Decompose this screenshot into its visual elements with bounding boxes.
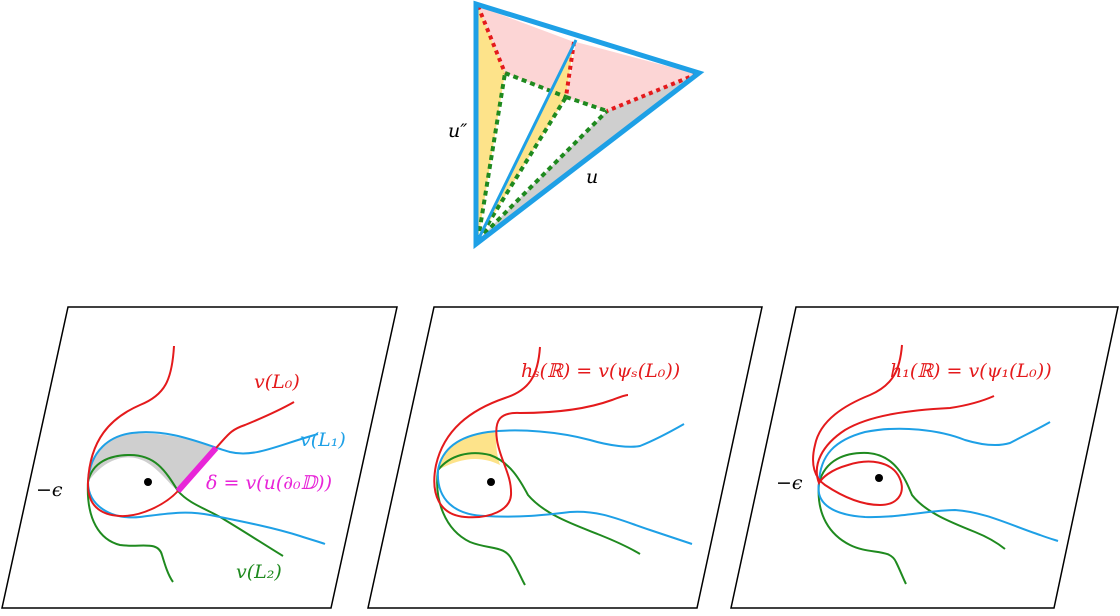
curve-L1 <box>87 431 319 483</box>
label-u-double-prime: u″ <box>448 120 467 142</box>
panel-3: h₁(ℝ) = v(ψ₁(L₀)) −ϵ <box>730 306 1119 609</box>
curve-h-1 <box>812 344 995 507</box>
panel-3-frame <box>730 306 1119 609</box>
curve-L2 <box>817 482 907 585</box>
curve-L0 <box>86 345 179 518</box>
label-L0: v(L₀) <box>254 371 300 393</box>
puncture-point <box>144 478 152 486</box>
curve-L2-upper <box>818 451 1006 550</box>
curve-L2 <box>436 469 526 586</box>
curve-L1-lower <box>817 482 1059 542</box>
gray-shaded-region <box>88 433 216 491</box>
red-dotted-lines <box>476 5 698 113</box>
curve-L1-lower <box>436 469 693 545</box>
label-h-1: h₁(ℝ) = v(ψ₁(L₀)) <box>890 360 1052 382</box>
label-L1: v(L₁) <box>300 429 346 451</box>
curve-L1 <box>818 421 1051 484</box>
label-delta: δ = v(u(∂₀𝔻)) <box>206 472 332 494</box>
green-dotted-line <box>476 109 609 242</box>
triangle-figure: u″ u <box>448 0 705 250</box>
panel-1-frame <box>1 306 398 609</box>
pink-region-left <box>478 6 574 97</box>
label-L2: v(L₂) <box>236 561 282 583</box>
label-epsilon: −ϵ <box>36 479 63 501</box>
panel-2-frame <box>367 306 763 609</box>
puncture-point <box>487 478 495 486</box>
label-h-s: hₛ(ℝ) = v(ψₛ(L₀)) <box>521 360 680 382</box>
curve-L0-right <box>215 401 295 449</box>
green-dotted-line <box>565 95 608 113</box>
label-epsilon: −ϵ <box>776 472 803 494</box>
green-dotted-line <box>504 71 567 99</box>
yellow-shaded-region <box>438 432 500 470</box>
label-u: u <box>586 166 598 188</box>
panel-1: v(L₀) v(L₁) v(L₂) δ = v(u(∂₀𝔻)) −ϵ <box>1 306 398 609</box>
delta-segment <box>175 446 219 493</box>
panel-2: hₛ(ℝ) = v(ψₛ(L₀)) <box>367 306 763 609</box>
blue-interior-edge <box>476 39 578 241</box>
curve-h-s <box>433 346 629 519</box>
red-dotted-line <box>564 41 576 98</box>
yellow-region-left <box>478 6 505 240</box>
curve-L2-upper <box>437 452 641 555</box>
green-dotted-line <box>476 95 568 242</box>
curve-L2 <box>86 481 174 583</box>
triangle-outline <box>473 0 705 250</box>
curve-L1 <box>437 423 685 471</box>
pink-region-right <box>566 42 697 111</box>
green-dotted-lines <box>476 71 609 242</box>
puncture-point <box>875 474 883 482</box>
green-dotted-line <box>476 72 507 241</box>
red-dotted-line <box>606 72 698 113</box>
